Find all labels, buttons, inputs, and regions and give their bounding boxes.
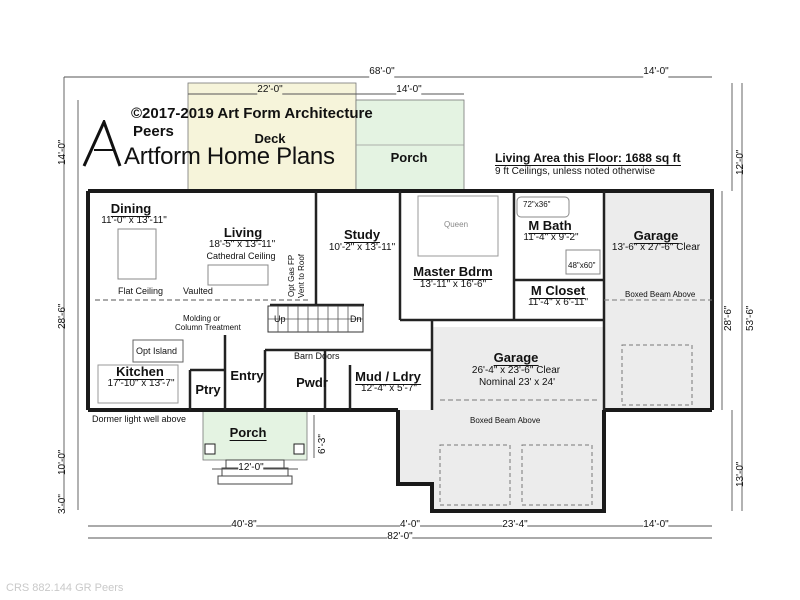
dim-deck-width: 22'-0"	[257, 84, 283, 96]
study-size: 10'-2" x 13'-11"	[328, 242, 396, 253]
dim-right-overall: 53'-6"	[745, 305, 756, 331]
dim-porch-depth: 6'-3"	[317, 434, 328, 454]
garage-large-area	[398, 327, 604, 511]
stair-up-label: Up	[274, 314, 286, 324]
boxed-beam-label-2: Boxed Beam Above	[470, 416, 541, 425]
footer-credit: CRS 882.144 GR Peers	[6, 582, 124, 594]
copyright-line1: ©2017-2019 Art Form Architecture	[131, 105, 373, 122]
dim-right-top: 12'-0"	[735, 149, 746, 175]
artform-logo-icon	[82, 120, 122, 167]
dim-bottom-1: 40'-8"	[231, 519, 257, 531]
master-bdrm-label: Master Bdrm	[413, 264, 493, 280]
garage-small-label: Garage	[633, 228, 679, 244]
flat-ceiling-label: Flat Ceiling	[118, 286, 164, 296]
living-label: Living	[223, 225, 263, 241]
pwdr-label: Pwdr	[296, 375, 328, 390]
barn-doors-label: Barn Doors	[294, 351, 340, 361]
dim-left-main: 28'-6"	[57, 303, 68, 329]
dim-porch-front-width: 12'-0"	[238, 462, 264, 474]
master-bdrm-size: 13'-11" x 16'-6"	[419, 279, 487, 290]
rear-porch-area	[355, 99, 465, 192]
queen-bed-label: Queen	[444, 220, 469, 229]
living-area-title: Living Area this Floor: 1688 sq ft	[495, 151, 681, 166]
study-label: Study	[343, 227, 381, 243]
m-bath-size: 11'-4" x 9'-2"	[523, 232, 579, 243]
dim-left-top: 14'-0"	[57, 139, 68, 165]
deck-label: Deck	[254, 131, 286, 146]
entry-label: Entry	[230, 368, 264, 383]
garage-large-size: 26'-4" x 23'-6" Clear	[471, 365, 561, 376]
garage-small-size: 13'-6" x 27'-6" Clear	[611, 242, 701, 253]
tub-size: 48"x60"	[568, 261, 596, 270]
rear-porch-label: Porch	[390, 150, 428, 165]
opt-island-label: Opt Island	[136, 346, 178, 356]
molding-label-2: Column Treatment	[175, 323, 241, 332]
copyright-line2: Peers	[133, 123, 174, 140]
dormer-label: Dormer light well above	[92, 414, 187, 424]
dim-bottom-2: 4'-0"	[400, 519, 420, 531]
living-area-note: 9 ft Ceilings, unless noted otherwise	[495, 166, 656, 177]
dining-label: Dining	[110, 201, 152, 217]
stair-down-label: Dn	[350, 314, 362, 324]
dim-left-porch: 10'-0"	[57, 449, 68, 475]
garage-small-area	[604, 193, 712, 410]
m-bath-label: M Bath	[528, 218, 572, 234]
dim-top-right: 14'-0"	[643, 66, 669, 78]
kitchen-size: 17'-10" x 13'-7"	[107, 378, 175, 389]
ptry-label: Ptry	[195, 382, 221, 397]
dim-bottom-3: 23'-4"	[502, 519, 528, 531]
garage-large-nominal: Nominal 23' x 24'	[478, 377, 556, 388]
dim-right-bottom: 13'-0"	[735, 461, 746, 487]
dining-size: 11'-0" x 13'-11"	[101, 215, 167, 226]
living-ceiling-note: Cathedral Ceiling	[206, 251, 276, 261]
mud-ldry-size: 12'-4" x 5'-7"	[361, 383, 417, 394]
boxed-beam-label-1: Boxed Beam Above	[625, 290, 696, 299]
shower-size: 72"x36"	[523, 200, 551, 209]
dim-bottom-4: 14'-0"	[643, 519, 669, 531]
living-size: 18'-5" x 13'-11"	[208, 239, 276, 250]
deck-area	[187, 82, 357, 192]
brand-name: Artform Home Plans	[124, 143, 335, 170]
front-porch-label: Porch	[229, 425, 267, 441]
m-closet-size: 11'-4" x 6'-11"	[527, 297, 589, 308]
vaulted-label: Vaulted	[183, 286, 213, 296]
front-porch-area	[202, 409, 308, 461]
garage-large-label: Garage	[493, 350, 539, 366]
m-closet-label: M Closet	[530, 283, 586, 299]
dim-bottom-overall: 82'-0"	[387, 531, 413, 543]
dim-porch-width: 14'-0"	[396, 84, 422, 96]
molding-label-1: Molding or	[183, 314, 221, 323]
fireplace-label-2: Vent to Roof	[297, 253, 306, 298]
dim-top-overall: 68'-0"	[369, 66, 395, 78]
fireplace-label-1: Opt Gas FP	[287, 254, 296, 297]
dim-left-step: 3'-0"	[57, 494, 68, 514]
mud-ldry-label: Mud / Ldry	[355, 369, 421, 385]
dim-right-inner: 28'-6"	[723, 305, 734, 331]
kitchen-label: Kitchen	[116, 364, 164, 380]
